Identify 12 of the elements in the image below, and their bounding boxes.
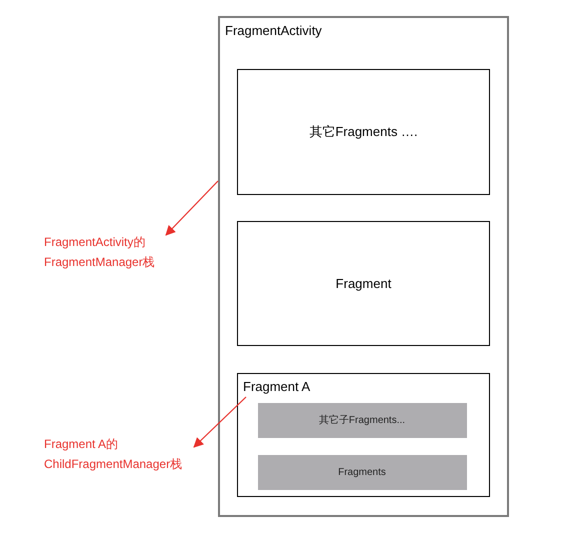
activity-frame <box>218 16 509 517</box>
annotation-text: FragmentActivity的 FragmentManager栈 <box>44 232 174 272</box>
annotation-text: Fragment A的 ChildFragmentManager栈 <box>44 434 204 474</box>
fragment-box: Fragment <box>237 221 490 346</box>
arrow <box>193 396 246 448</box>
child-fragment-bar: 其它子Fragments... <box>258 402 466 438</box>
fragment-box: 其它Fragments …. <box>237 69 490 195</box>
frame-heading: FragmentActivity <box>225 22 322 40</box>
child-fragment-bar: Fragments <box>258 454 466 490</box>
arrow <box>165 180 218 236</box>
frame-heading: Fragment A <box>243 378 310 396</box>
fragment-frame <box>237 373 490 497</box>
